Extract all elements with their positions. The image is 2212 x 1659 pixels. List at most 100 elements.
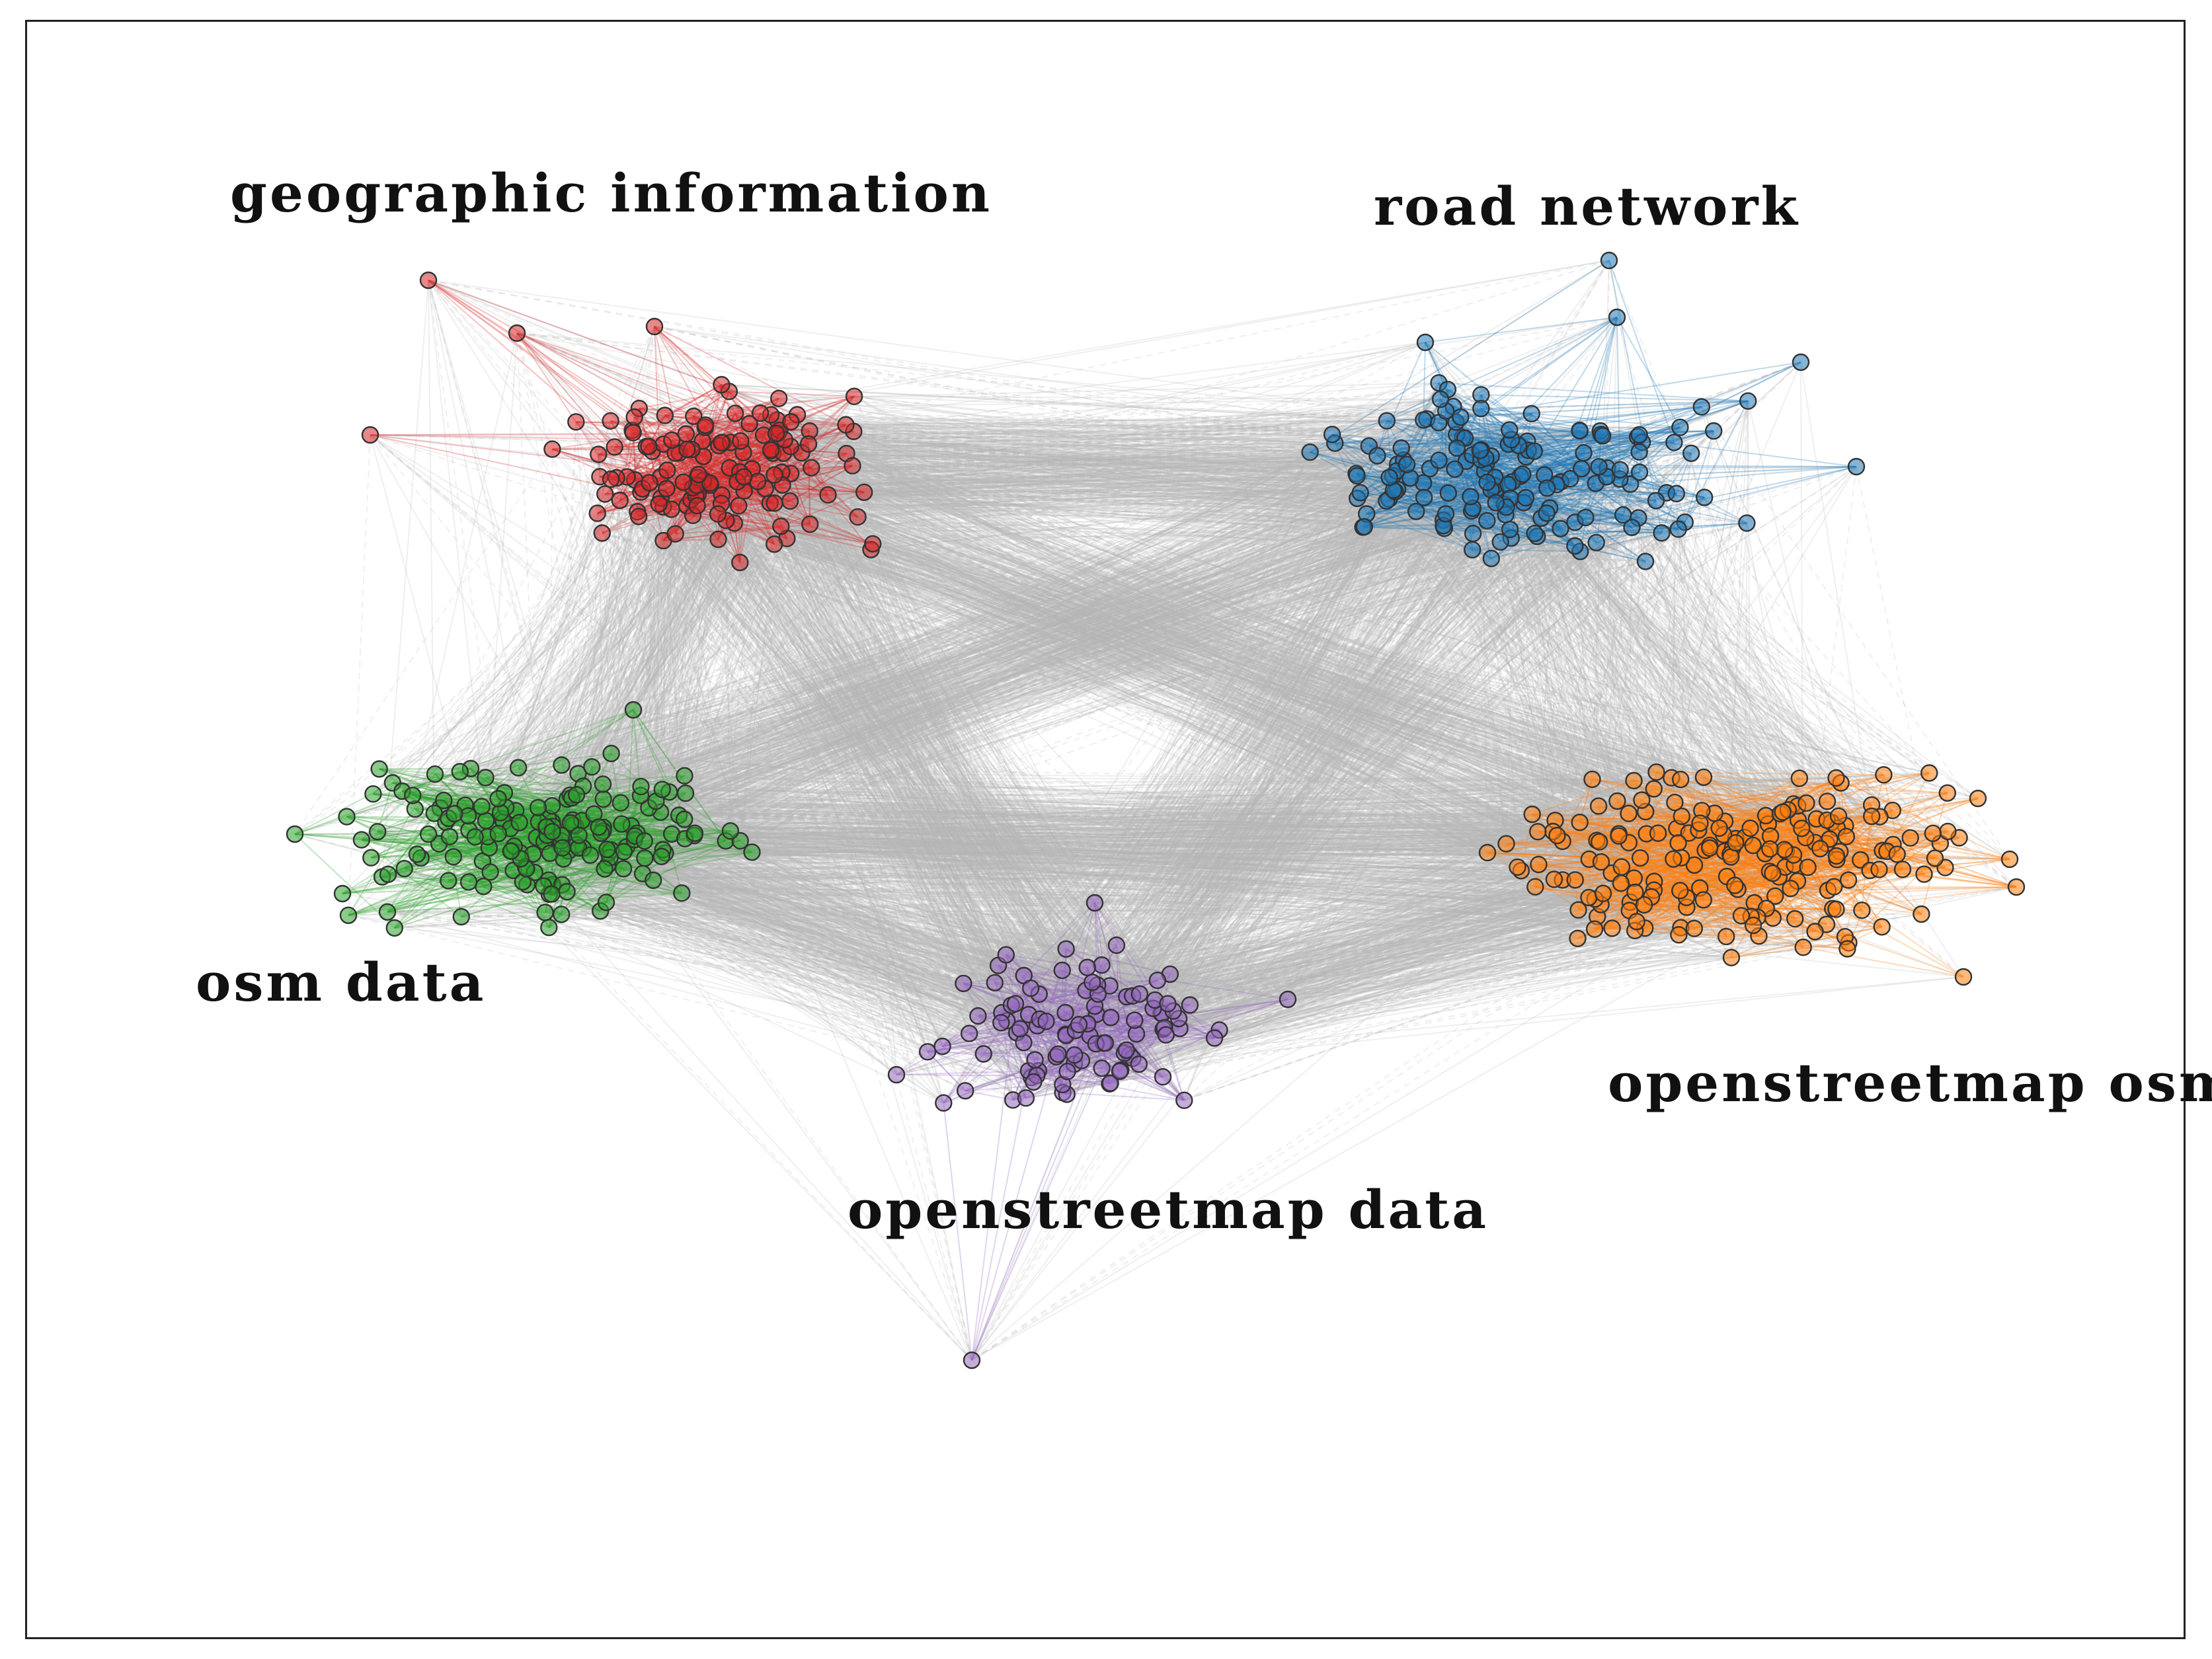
inter-cluster-edge xyxy=(738,434,1333,507)
inter-cluster-edge xyxy=(664,414,1444,527)
inter-cluster-edge xyxy=(721,468,1455,504)
inter-cluster-edge xyxy=(779,382,1439,399)
inter-cluster-edge xyxy=(846,434,1457,455)
inter-cluster-edge xyxy=(846,424,1597,543)
inter-cluster-edge xyxy=(693,415,1538,537)
inter-cluster-edge xyxy=(810,523,1646,562)
inter-cluster-edge xyxy=(619,475,1394,501)
inter-cluster-edge xyxy=(846,424,1378,457)
inter-cluster-edge xyxy=(721,384,1639,436)
inter-cluster-edge xyxy=(810,447,1458,525)
inter-cluster-edge xyxy=(691,499,1444,521)
inter-cluster-edge xyxy=(846,424,1680,428)
inter-cluster-edge xyxy=(691,449,1394,477)
inter-cluster-edge xyxy=(679,452,1466,462)
inter-cluster-edge xyxy=(774,342,1426,476)
inter-cluster-edge xyxy=(664,414,1639,436)
inter-cluster-edge xyxy=(679,452,1491,457)
inter-cluster-edge xyxy=(774,434,1639,476)
inter-cluster-edge xyxy=(642,488,1444,521)
inter-cluster-edge xyxy=(693,415,1486,459)
inter-cluster-edge xyxy=(610,420,1603,437)
inter-cluster-edge xyxy=(781,471,1387,502)
inter-cluster-edge xyxy=(752,406,1454,470)
inter-cluster-edge xyxy=(709,482,1685,523)
inter-cluster-edge xyxy=(611,434,1601,480)
inter-cluster-edge xyxy=(637,511,1575,547)
inter-cluster-edge xyxy=(749,423,1519,447)
inter-cluster-edge xyxy=(683,478,1620,483)
inter-cluster-edge xyxy=(784,439,1455,470)
inter-cluster-edge xyxy=(683,481,1446,515)
inter-cluster-edge xyxy=(729,391,1496,504)
inter-cluster-edge xyxy=(744,439,1512,478)
inter-cluster-edge xyxy=(695,494,1444,529)
inter-cluster-edge xyxy=(871,490,1396,551)
inter-cluster-edge xyxy=(597,512,1639,519)
inter-cluster-edge xyxy=(791,430,1580,475)
inter-cluster-edge xyxy=(654,326,1357,477)
inter-cluster-edge xyxy=(777,419,1496,491)
inter-cluster-edge xyxy=(370,434,1640,473)
inter-cluster-edge xyxy=(864,382,1439,493)
inter-cluster-edge xyxy=(679,452,1535,535)
inter-cluster-edge xyxy=(730,442,1357,477)
inter-cluster-edge xyxy=(765,459,1404,490)
inter-cluster-edge xyxy=(734,260,1610,414)
inter-cluster-edge xyxy=(771,414,1369,447)
inter-cluster-edge xyxy=(693,415,1444,529)
inter-cluster-edge xyxy=(764,434,1496,491)
inter-cluster-edge xyxy=(774,437,1463,476)
inter-cluster-edge xyxy=(675,452,1685,523)
inter-cluster-edge xyxy=(737,468,1582,482)
inter-cluster-edge xyxy=(702,440,1528,451)
inter-cluster-edge xyxy=(729,391,1528,451)
inter-cluster-edge xyxy=(660,497,1632,528)
inter-cluster-edge xyxy=(705,424,1575,547)
inter-cluster-edge xyxy=(658,503,1662,534)
inter-cluster-edge xyxy=(696,454,1473,486)
inter-cluster-edge xyxy=(697,490,1396,507)
inter-cluster-edge xyxy=(698,474,1417,512)
inter-cluster-edge xyxy=(718,477,1411,540)
inter-cluster-edge xyxy=(600,451,1310,478)
inter-cluster-edge xyxy=(705,424,1480,451)
inter-cluster-edge xyxy=(790,444,1509,447)
inter-cluster-edge xyxy=(764,434,1455,470)
inter-cluster-edge xyxy=(864,491,1677,494)
inter-cluster-edge xyxy=(846,453,1472,512)
inter-cluster-edge xyxy=(726,476,1607,521)
inter-cluster-edge xyxy=(738,502,1496,507)
inter-cluster-edge xyxy=(705,426,1657,502)
inter-cluster-edge xyxy=(773,342,1426,545)
inter-cluster-edge xyxy=(693,514,1581,553)
inter-cluster-edge xyxy=(718,466,1857,515)
inter-cluster-edge xyxy=(693,260,1610,417)
inter-cluster-edge xyxy=(633,430,1580,434)
inter-cluster-edge xyxy=(779,429,1310,453)
inter-cluster-edge xyxy=(801,452,1363,528)
inter-cluster-edge xyxy=(797,414,1444,529)
inter-cluster-edge xyxy=(703,399,1441,457)
inter-cluster-edge xyxy=(864,389,1448,493)
inter-cluster-edge xyxy=(654,326,1390,479)
inter-cluster-edge xyxy=(683,449,1480,483)
inter-cluster-edge xyxy=(660,459,1481,499)
inter-cluster-edge xyxy=(698,455,1491,475)
inter-cluster-edge xyxy=(774,482,1596,504)
inter-cluster-edge xyxy=(777,419,1335,444)
inter-cluster-edge xyxy=(749,423,1505,506)
inter-cluster-edge xyxy=(770,502,1511,531)
inter-cluster-edge xyxy=(663,455,1491,508)
inter-cluster-edge xyxy=(771,442,1335,451)
inter-cluster-edge xyxy=(778,432,1747,524)
inter-cluster-edge xyxy=(667,469,1473,551)
inter-cluster-edge xyxy=(864,484,1557,493)
inter-cluster-edge xyxy=(781,444,1509,527)
inter-cluster-edge xyxy=(873,525,1364,545)
inter-cluster-edge xyxy=(597,512,1581,553)
inter-cluster-edge xyxy=(857,406,1454,518)
inter-cluster-edge xyxy=(710,418,1427,486)
inter-cluster-edge xyxy=(744,437,1466,492)
inter-cluster-edge xyxy=(737,481,1448,494)
